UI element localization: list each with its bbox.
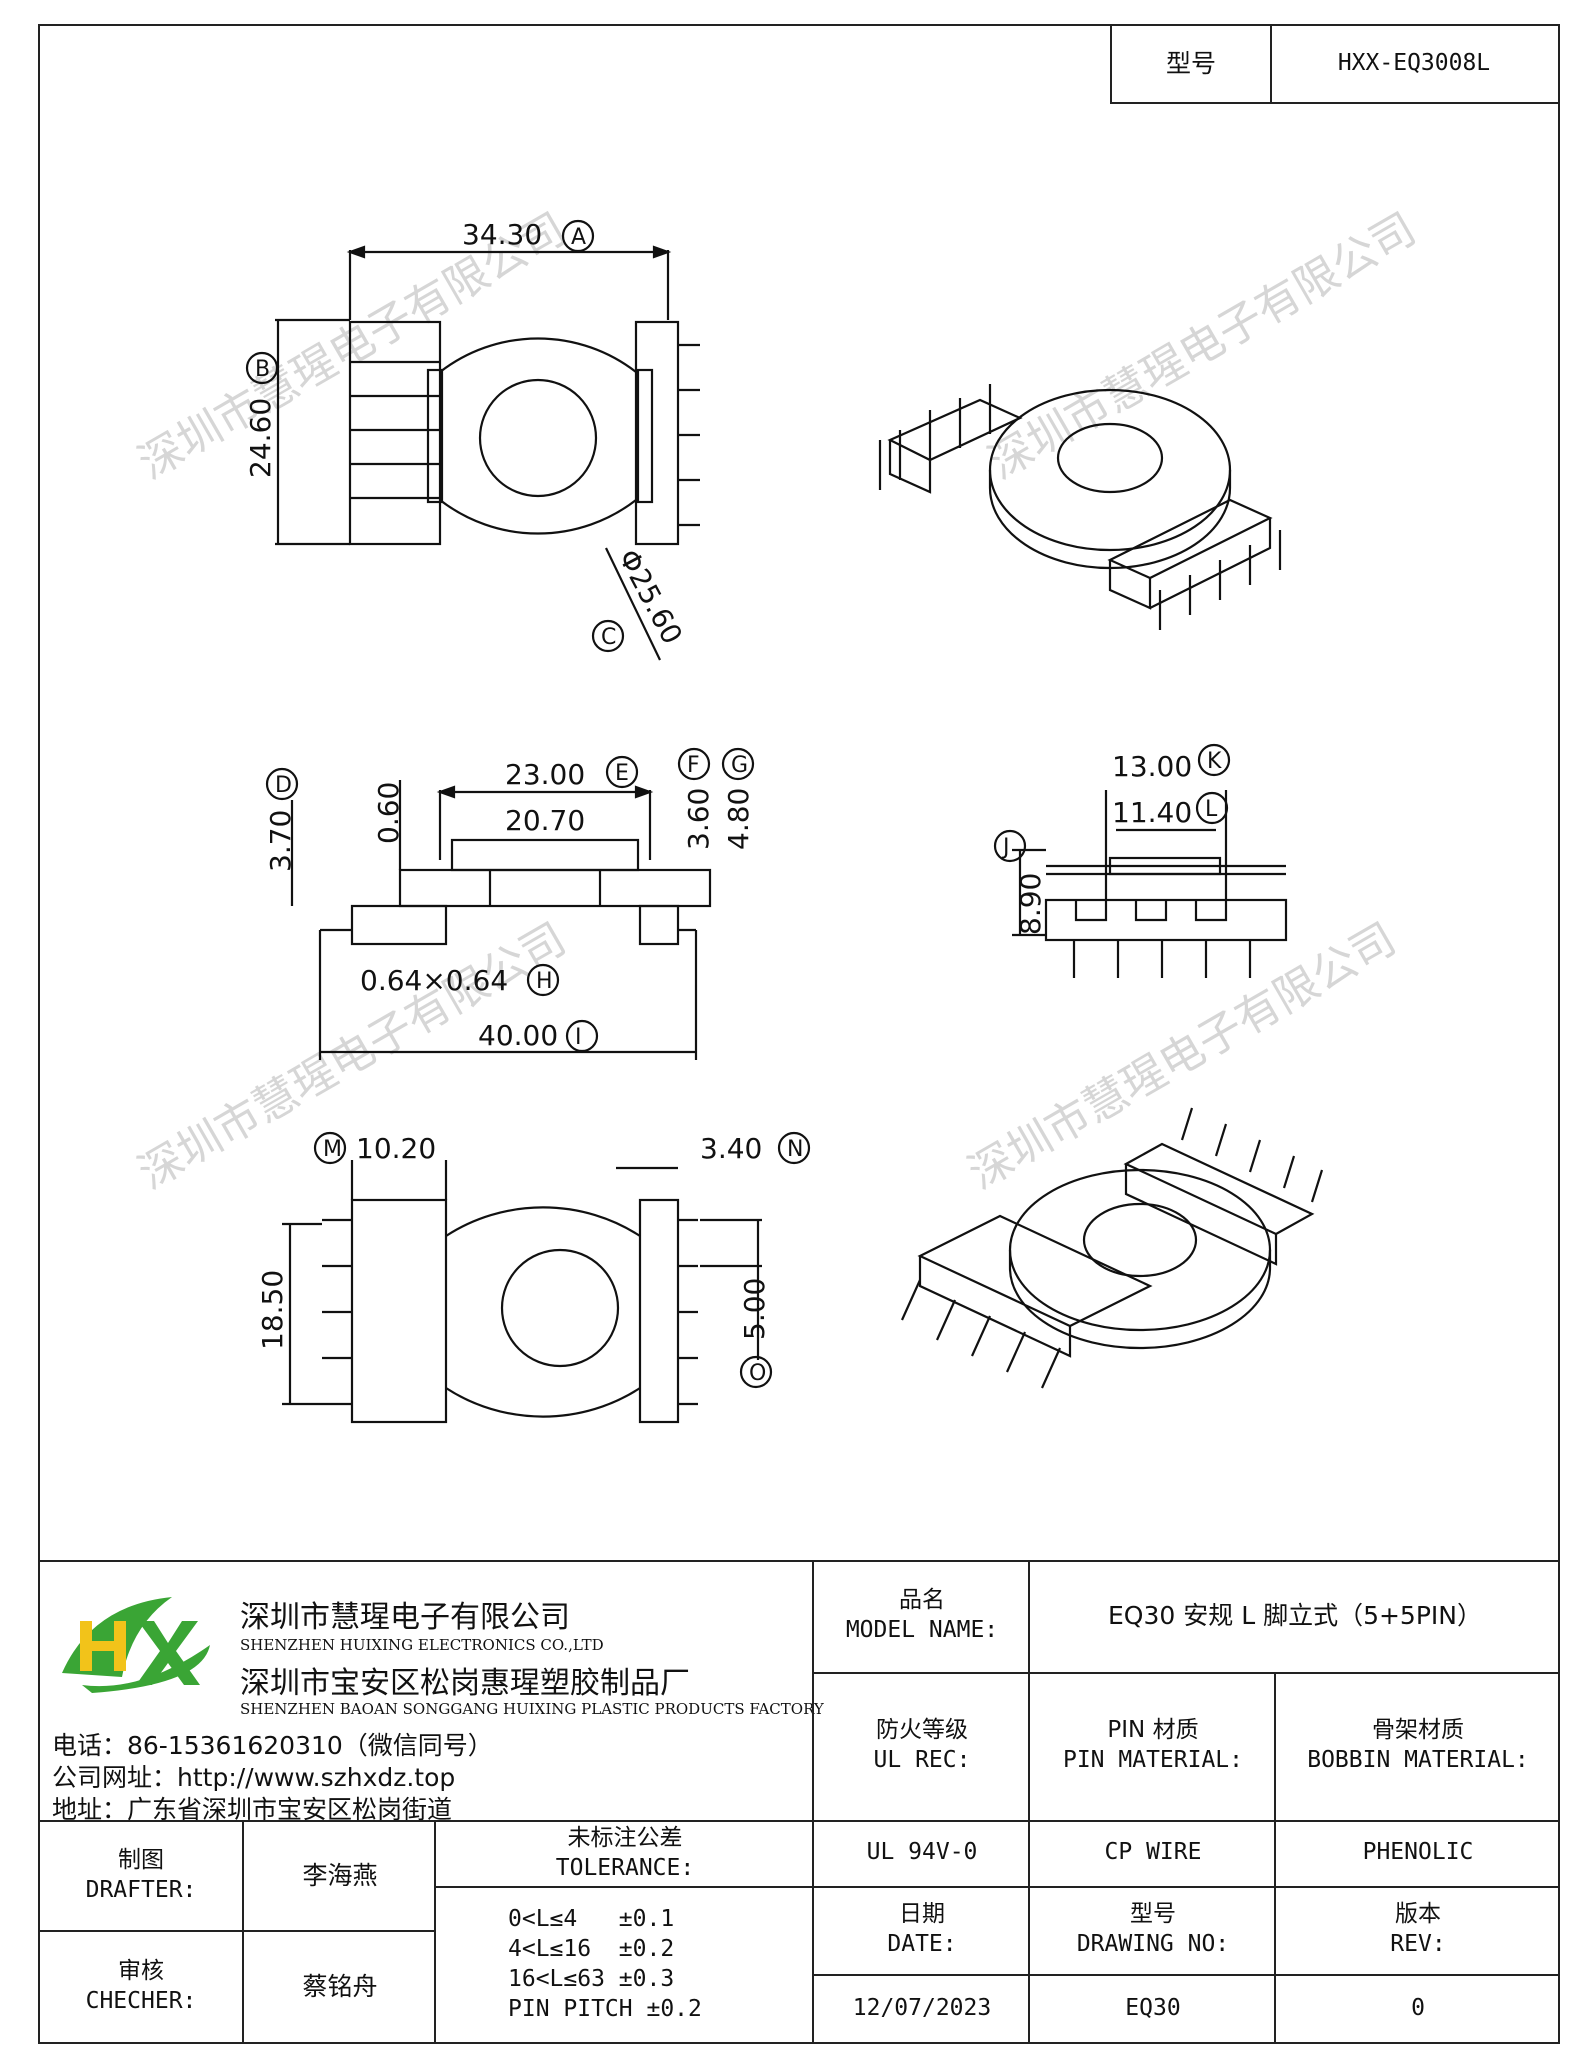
date-en: DATE: [887,1931,957,1957]
drafter-label: 制图 DRAFTER: [38,1820,244,1932]
watermark-3: 深圳市慧瑆电子有限公司 [130,913,575,1199]
rev-cn: 版本 [1395,1901,1441,1928]
dim-f-value: 3.60 [682,788,715,850]
pin-value: CP WIRE [1028,1820,1276,1888]
bobbin-label-en: BOBBIN MATERIAL: [1307,1747,1529,1773]
bobbin-label-cn: 骨架材质 [1372,1717,1464,1744]
dim-h-marker: H [536,969,553,994]
tolerance-3: 16<L≤63 ±0.3 [508,1966,675,1992]
date-value: 12/07/2023 [812,1974,1030,2044]
isometric-view-bottom [900,1107,1324,1389]
drafter-cn: 制图 [118,1847,164,1874]
bottom-view: 10.20 M 3.40 N 18.50 5.00 O [256,1131,811,1424]
tolerance-1: 0<L≤4 ±0.1 [508,1906,675,1933]
dim-f-marker: F [687,753,700,778]
dim-j-marker: J [1001,835,1010,860]
bobbin-value: PHENOLIC [1274,1820,1560,1888]
front-view: 23.00 E 20.70 0.60 3.70 D 3.60 4.80 F G … [264,747,755,1060]
company-name-en: SHENZHEN HUIXING ELECTRONICS CO.,LTD [240,1636,604,1654]
drawing-no-label: 型号 DRAWING NO: [1028,1886,1276,1976]
watermark-2: 深圳市慧瑆电子有限公司 [980,203,1425,489]
dim-b-value: 24.60 [244,398,277,478]
dim-d-marker: D [275,773,292,798]
rev-value: 0 [1274,1974,1560,2044]
tolerance-cn: 未标注公差 [567,1825,683,1852]
model-name-value: EQ30 安规 L 脚立式（5+5PIN） [1028,1560,1560,1674]
dim-n-value: 3.40 [700,1132,762,1165]
inner-width-value: 20.70 [505,804,585,837]
dim-o-marker: O [749,1361,766,1386]
side-view: 13.00 K 11.40 L 8.90 J [993,743,1288,978]
company-phone: 电话：86-15361620310（微信同号） [52,1731,493,1760]
dim-e-marker: E [615,761,629,786]
drawing-cn: 型号 [1130,1901,1176,1928]
ul-value: UL 94V-0 [812,1820,1030,1888]
date-label: 日期 DATE: [812,1886,1030,1976]
dim-a-marker: A [571,225,586,250]
drawing-en: DRAWING NO: [1076,1931,1230,1957]
tolerance-2: 4<L≤16 ±0.2 [508,1936,675,1963]
dim-o-value: 5.00 [738,1278,771,1340]
height-side-value: 18.50 [256,1270,289,1350]
isometric-view-top [878,384,1282,630]
tolerance-4: PIN PITCH ±0.2 [508,1995,702,2022]
checker-cn: 审核 [118,1958,164,1985]
dim-k-value: 13.00 [1112,750,1192,783]
technical-drawing: 深圳市慧瑆电子有限公司 深圳市慧瑆电子有限公司 深圳市慧瑆电子有限公司 深圳市慧… [130,203,1425,1424]
company-logo [52,1585,222,1700]
bobbin-material-label: 骨架材质 BOBBIN MATERIAL: [1274,1672,1560,1822]
factory-name-en: SHENZHEN BAOAN SONGGANG HUIXING PLASTIC … [240,1700,824,1718]
dim-i-marker: I [575,1025,582,1050]
dim-g-marker: G [731,753,748,778]
top-view: 34.30 A 24.60 B Φ25.60 C [244,218,700,661]
dim-m-marker: M [323,1137,342,1162]
factory-name-cn: 深圳市宝安区松岗惠瑆塑胶制品厂 [240,1666,690,1701]
model-name-label-en: MODEL NAME: [845,1617,999,1643]
dim-c-marker: C [601,625,616,650]
dim-n-marker: N [787,1137,803,1162]
checker-en: CHECHER: [85,1988,197,2014]
model-label: 型号 [1110,24,1272,104]
tolerance-list: 0<L≤4 ±0.1 4<L≤16 ±0.2 16<L≤63 ±0.3 PIN … [434,1886,814,2044]
dim-l-value: 11.40 [1112,796,1192,829]
checker-name: 蔡铭舟 [242,1930,436,2044]
dim-a-value: 34.30 [462,218,542,251]
pin-material-label: PIN 材质 PIN MATERIAL: [1028,1672,1276,1822]
model-name-label: 品名 MODEL NAME: [812,1560,1030,1674]
company-address: 地址：广东省深圳市宝安区松岗街道 [52,1795,453,1824]
pin-label-cn: PIN 材质 [1107,1717,1199,1744]
title-block [38,1560,1560,2046]
dim-m-value: 10.20 [356,1132,436,1165]
ul-label: 防火等级 UL REC: [812,1672,1030,1822]
dim-g-value: 4.80 [722,788,755,850]
date-cn: 日期 [899,1901,945,1928]
rev-en: REV: [1390,1931,1446,1957]
company-website: 公司网址：http://www.szhxdz.top [52,1763,456,1792]
drawing-no-value: EQ30 [1028,1974,1276,2044]
model-value: HXX-EQ3008L [1270,24,1560,104]
tolerance-en: TOLERANCE: [555,1855,695,1881]
dim-i-value: 40.00 [478,1019,558,1052]
watermark-4: 深圳市慧瑆电子有限公司 [960,913,1405,1199]
dim-e-value: 23.00 [505,758,585,791]
checker-label: 审核 CHECHER: [38,1930,244,2044]
model-name-label-cn: 品名 [899,1587,945,1614]
dim-b-marker: B [255,357,270,382]
ul-label-en: UL REC: [873,1747,971,1773]
rev-label: 版本 REV: [1274,1886,1560,1976]
dim-k-marker: K [1207,749,1222,774]
company-name-cn: 深圳市慧瑆电子有限公司 [240,1600,570,1635]
drawing-frame [38,24,1560,2044]
dim-l-marker: L [1205,797,1218,822]
pin-label-en: PIN MATERIAL: [1062,1747,1243,1773]
drafter-en: DRAFTER: [85,1877,197,1903]
ul-label-cn: 防火等级 [876,1717,968,1744]
dim-j-value: 8.90 [1014,873,1047,935]
tolerance-label: 未标注公差 TOLERANCE: [434,1820,814,1888]
dim-h-value: 0.64×0.64 [360,964,508,997]
drafter-name: 李海燕 [242,1820,436,1932]
